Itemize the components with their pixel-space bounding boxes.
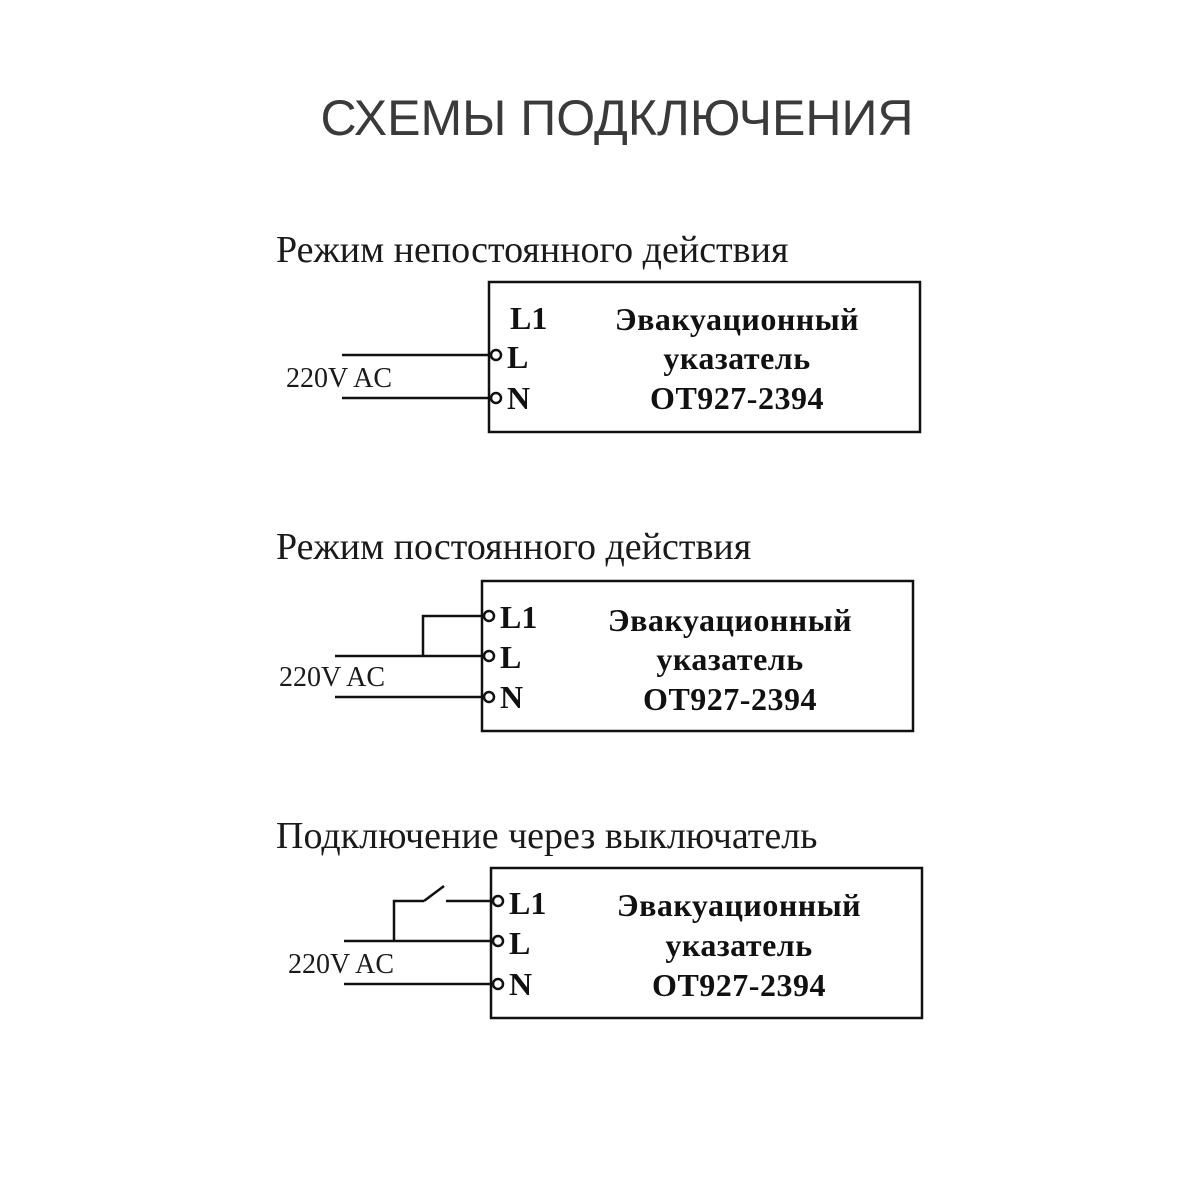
terminal-n-point <box>482 690 496 704</box>
page-title: СХЕМЫ ПОДКЛЮЧЕНИЯ <box>320 90 913 146</box>
diagram-heading: Подключение через выключатель <box>276 815 817 857</box>
device-name-line2: указатель <box>663 340 810 376</box>
diagram-heading: Режим постоянного действия <box>276 526 751 568</box>
device-name-line1: Эвакуационный <box>615 301 859 337</box>
terminal-n-label: N <box>500 679 523 715</box>
terminal-n-point <box>491 977 505 991</box>
diagram-maintained: Режим постоянного действия 220V AC L1 L … <box>276 526 915 733</box>
terminal-l-label: L <box>509 925 530 961</box>
switch-feed-wire <box>392 899 424 941</box>
terminal-n-label: N <box>507 380 530 416</box>
terminal-l1-point <box>482 609 496 623</box>
device-name-line1: Эвакуационный <box>608 602 852 638</box>
terminal-l1-point <box>491 894 505 908</box>
terminal-l1-label: L1 <box>500 599 537 635</box>
terminal-l1-label: L1 <box>509 885 546 921</box>
diagram-switched: Подключение через выключатель 220V AC L1… <box>276 815 924 1020</box>
terminal-l-point <box>489 348 503 362</box>
terminal-n-label: N <box>509 966 532 1002</box>
bridge-wire <box>421 614 484 656</box>
terminal-l-label: L <box>507 339 528 375</box>
device-model: OT927-2394 <box>650 380 824 416</box>
terminal-l-label: L <box>500 639 521 675</box>
voltage-label: 220V AC <box>286 363 392 394</box>
terminal-l-point <box>491 934 505 948</box>
device-model: OT927-2394 <box>643 681 817 717</box>
diagram-non-maintained: Режим непостоянного действия 220V AC L1 … <box>276 229 922 434</box>
device-name-line2: указатель <box>656 641 803 677</box>
voltage-label: 220V AC <box>288 949 394 980</box>
terminal-l-point <box>482 649 496 663</box>
device-name-line1: Эвакуационный <box>617 887 861 923</box>
device-box <box>487 280 922 434</box>
device-box <box>489 866 924 1020</box>
device-model: OT927-2394 <box>652 967 826 1003</box>
terminal-l1-label: L1 <box>510 300 547 336</box>
voltage-label: 220V AC <box>279 662 385 693</box>
terminal-n-point <box>489 391 503 405</box>
diagram-heading: Режим непостоянного действия <box>276 229 788 271</box>
device-name-line2: указатель <box>665 927 812 963</box>
switch-blade-icon <box>423 885 445 902</box>
